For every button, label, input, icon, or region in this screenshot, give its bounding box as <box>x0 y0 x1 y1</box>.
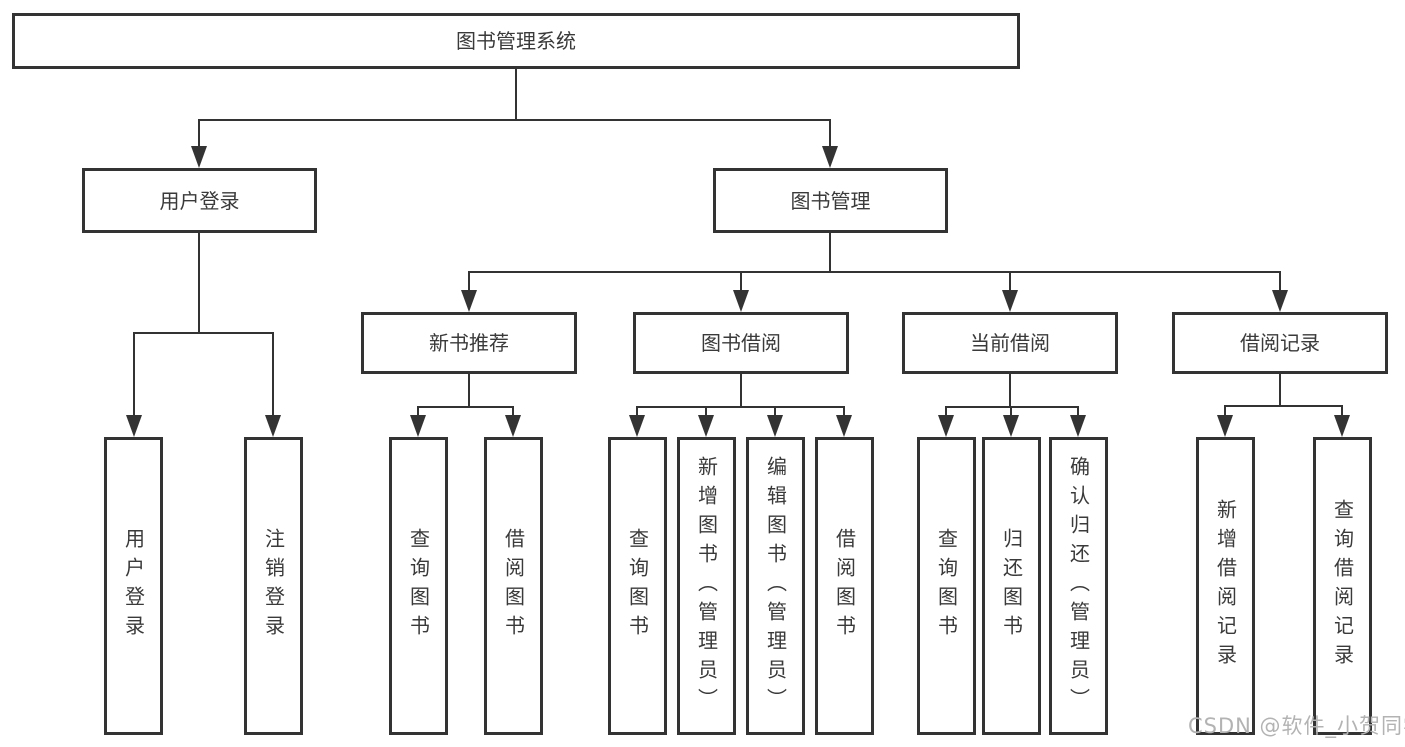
arrow-down-icon <box>1003 415 1019 437</box>
connector-user-login-splitter <box>133 332 274 334</box>
connector-drop-book-borrow <box>740 271 742 292</box>
arrow-down-icon <box>1070 415 1086 437</box>
connector-borrow-records-stem <box>1279 373 1281 406</box>
node-label: 借阅图书 <box>501 528 526 644</box>
connector-drop-leaf <box>512 406 514 418</box>
connector-drop-user-login <box>198 119 200 148</box>
connector-current-borrow-splitter <box>945 406 1079 408</box>
connector-drop-leaf <box>705 406 707 418</box>
arrow-down-icon <box>836 415 852 437</box>
connector-user-login-stem <box>198 233 200 333</box>
arrow-down-icon <box>191 146 207 168</box>
connector-new-books-splitter <box>417 406 514 408</box>
connector-drop-leaf <box>1010 406 1012 418</box>
node-user-login: 用户登录 <box>82 168 317 233</box>
arrow-down-icon <box>938 415 954 437</box>
arrow-down-icon <box>1334 415 1350 437</box>
connector-book-borrow-stem <box>740 373 742 407</box>
connector-drop-leaf <box>1077 406 1079 418</box>
connector-drop-current-borrow <box>1009 271 1011 292</box>
arrow-down-icon <box>126 415 142 437</box>
node-label: 注销登录 <box>261 528 286 644</box>
connector-drop-leaf <box>774 406 776 418</box>
leaf-query-books: 查询图书 <box>608 437 667 735</box>
arrow-down-icon <box>461 290 477 312</box>
arrow-down-icon <box>505 415 521 437</box>
leaf-add-books-admin: 新增图书（管理员） <box>677 437 736 735</box>
node-label: 归还图书 <box>999 528 1024 644</box>
node-label: 用户登录 <box>159 188 240 213</box>
node-label: 图书借阅 <box>701 331 781 355</box>
connector-current-borrow-stem <box>1009 373 1011 407</box>
node-label: 查询图书 <box>625 528 650 644</box>
node-current-borrow: 当前借阅 <box>902 312 1118 374</box>
node-borrow-records: 借阅记录 <box>1172 312 1388 374</box>
node-label: 图书管理 <box>790 188 871 213</box>
connector-book-borrow-splitter <box>636 406 845 408</box>
node-label: 查询图书 <box>406 528 431 644</box>
connector-drop-leaf <box>843 406 845 418</box>
node-book-borrow: 图书借阅 <box>633 312 849 374</box>
connector-drop-leaf <box>133 332 135 417</box>
connector-drop-borrow-records <box>1279 271 1281 292</box>
leaf-return-books: 归还图书 <box>982 437 1041 735</box>
connector-drop-leaf <box>272 332 274 417</box>
connector-root-stem <box>515 69 517 120</box>
connector-drop-leaf <box>945 406 947 418</box>
node-label: 借阅记录 <box>1240 331 1320 355</box>
connector-new-books-stem <box>468 373 470 407</box>
node-book-management: 图书管理 <box>713 168 948 233</box>
connector-book-management-stem <box>829 233 831 273</box>
arrow-down-icon <box>265 415 281 437</box>
connector-level3-splitter <box>468 271 1281 273</box>
node-label: 借阅图书 <box>832 528 857 644</box>
connector-drop-leaf <box>417 406 419 418</box>
arrow-down-icon <box>1217 415 1233 437</box>
leaf-borrow-books: 借阅图书 <box>815 437 874 735</box>
node-label: 当前借阅 <box>970 331 1050 355</box>
node-label: 新增图书（管理员） <box>694 455 719 717</box>
node-label: 用户登录 <box>121 528 146 644</box>
node-new-book-recommend: 新书推荐 <box>361 312 577 374</box>
arrow-down-icon <box>822 146 838 168</box>
connector-drop-new-books <box>468 271 470 292</box>
arrow-down-icon <box>1272 290 1288 312</box>
connector-borrow-records-splitter <box>1224 405 1343 407</box>
node-library-management-system: 图书管理系统 <box>12 13 1020 69</box>
node-label: 新书推荐 <box>429 331 509 355</box>
connector-drop-leaf <box>1224 405 1226 418</box>
connector-level2-splitter <box>198 119 831 121</box>
arrow-down-icon <box>733 290 749 312</box>
arrow-down-icon <box>767 415 783 437</box>
connector-drop-leaf <box>636 406 638 418</box>
node-label: 查询图书 <box>934 528 959 644</box>
node-label: 新增借阅记录 <box>1213 499 1238 673</box>
arrow-down-icon <box>629 415 645 437</box>
connector-drop-leaf <box>1341 405 1343 418</box>
leaf-add-borrow-record: 新增借阅记录 <box>1196 437 1255 735</box>
leaf-confirm-return-admin: 确认归还（管理员） <box>1049 437 1108 735</box>
leaf-user-login: 用户登录 <box>104 437 163 735</box>
node-label: 编辑图书（管理员） <box>763 455 788 717</box>
leaf-query-books: 查询图书 <box>917 437 976 735</box>
node-label: 图书管理系统 <box>456 29 576 53</box>
leaf-borrow-books: 借阅图书 <box>484 437 543 735</box>
arrow-down-icon <box>410 415 426 437</box>
leaf-edit-books-admin: 编辑图书（管理员） <box>746 437 805 735</box>
arrow-down-icon <box>1002 290 1018 312</box>
leaf-query-books: 查询图书 <box>389 437 448 735</box>
csdn-watermark: CSDN @软件_小贺同学 <box>1188 714 1405 738</box>
leaf-logout: 注销登录 <box>244 437 303 735</box>
connector-drop-book-management <box>829 119 831 148</box>
leaf-query-borrow-record: 查询借阅记录 <box>1313 437 1372 735</box>
node-label: 确认归还（管理员） <box>1066 455 1091 717</box>
arrow-down-icon <box>698 415 714 437</box>
node-label: 查询借阅记录 <box>1330 499 1355 673</box>
